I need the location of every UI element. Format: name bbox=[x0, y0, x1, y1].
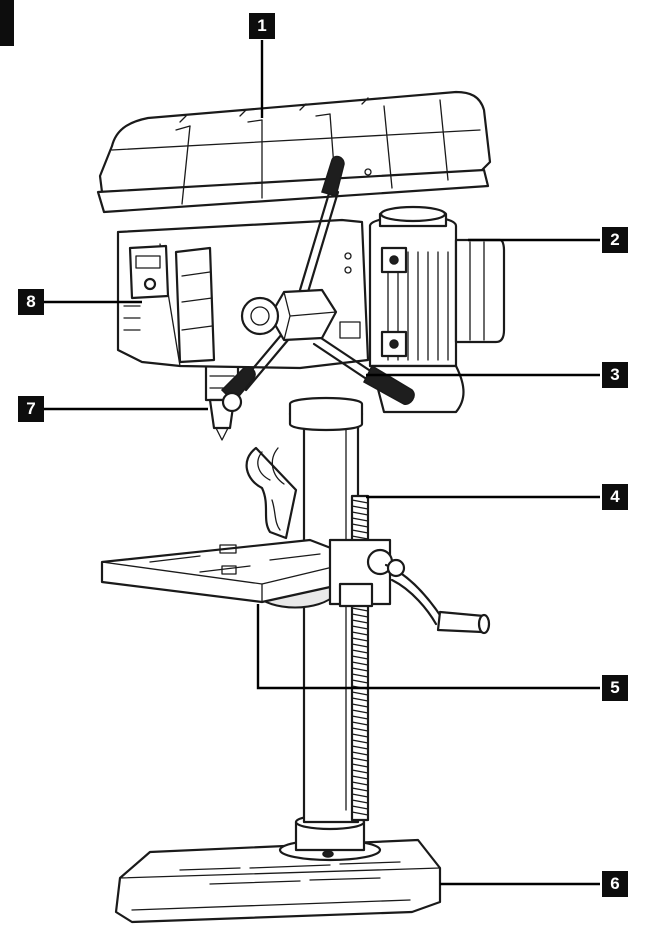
corner-mark bbox=[0, 0, 14, 46]
worktable bbox=[100, 538, 364, 609]
callout-6: 6 bbox=[602, 871, 628, 897]
chuck-guard bbox=[245, 446, 298, 540]
base-plate bbox=[114, 838, 442, 924]
callout-8: 8 bbox=[18, 289, 44, 315]
column-collar bbox=[288, 396, 364, 432]
leader-lines bbox=[44, 40, 600, 886]
callout-5: 5 bbox=[602, 675, 628, 701]
table-bracket bbox=[328, 538, 394, 608]
motor bbox=[368, 205, 506, 414]
column-flange bbox=[278, 813, 382, 862]
belt-cover bbox=[96, 90, 492, 214]
callout-4: 4 bbox=[602, 484, 628, 510]
callout-7: 7 bbox=[18, 396, 44, 422]
callout-2: 2 bbox=[602, 227, 628, 253]
table-crank-handle bbox=[384, 558, 491, 635]
feed-handles bbox=[220, 155, 415, 413]
head-casting bbox=[116, 218, 370, 370]
callout-3: 3 bbox=[602, 362, 628, 388]
callout-1: 1 bbox=[249, 13, 275, 39]
